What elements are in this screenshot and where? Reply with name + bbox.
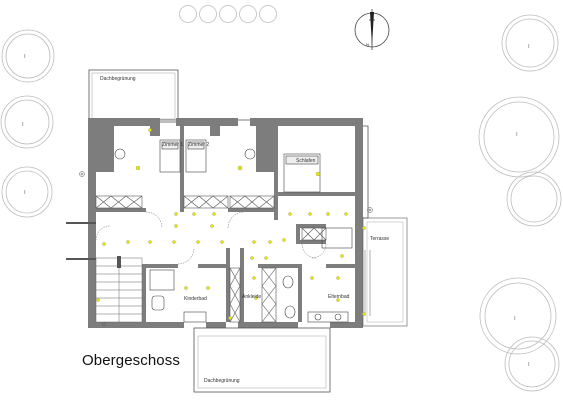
label-terrasse: Terrasse xyxy=(370,236,389,242)
shrub xyxy=(199,5,217,23)
tree xyxy=(483,101,555,173)
shrub xyxy=(219,5,237,23)
shrub xyxy=(179,5,197,23)
bath-fixtures xyxy=(149,227,353,323)
svg-text:N: N xyxy=(366,42,369,47)
tree xyxy=(484,282,552,350)
trees xyxy=(0,5,562,392)
plan-title: Obergeschoss xyxy=(82,352,180,369)
roof-top xyxy=(88,69,179,123)
terrace xyxy=(362,217,408,327)
tree xyxy=(510,175,558,223)
north-arrow-icon: N xyxy=(354,9,390,50)
tree xyxy=(4,99,50,145)
shrub xyxy=(259,5,277,23)
beds xyxy=(159,139,321,193)
light-fixtures xyxy=(96,128,366,320)
label-schlafen: Schlafen xyxy=(296,158,316,164)
tree xyxy=(504,336,560,392)
doors xyxy=(95,211,327,265)
tree xyxy=(1,166,53,218)
staircase xyxy=(95,256,143,323)
roof-bottom xyxy=(193,327,331,393)
tree xyxy=(505,18,555,68)
label-elternbad: Elternbad xyxy=(328,294,350,300)
label-ankleide: Ankleide xyxy=(242,294,261,300)
tree xyxy=(1,29,55,83)
label-roof-bottom: Dachbegrünung xyxy=(204,378,240,384)
walls xyxy=(66,118,369,328)
tree xyxy=(0,95,54,149)
tree xyxy=(5,33,51,79)
tree xyxy=(506,171,562,227)
label-kinderbad: Kinderbad xyxy=(184,296,207,302)
tree xyxy=(479,277,557,355)
label-zimmer-2: Zimmer 2 xyxy=(188,142,209,148)
tree xyxy=(508,340,556,388)
tree xyxy=(478,96,560,178)
wardrobes xyxy=(95,195,327,323)
label-zimmer-1: Zimmer 1 xyxy=(162,142,183,148)
shrub xyxy=(239,5,257,23)
label-roof-top: Dachbegrünung xyxy=(100,76,136,82)
tree xyxy=(501,14,559,72)
tree xyxy=(5,170,49,214)
